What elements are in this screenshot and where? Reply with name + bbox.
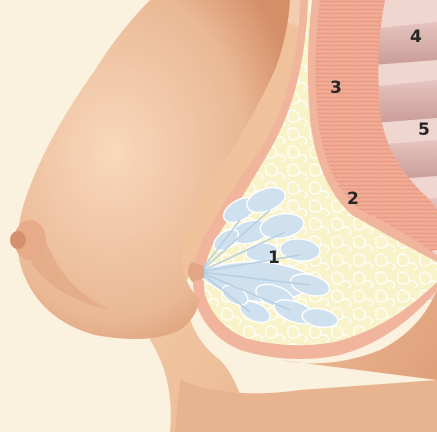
label-fat-tissue: 2	[347, 191, 359, 208]
label-lobes: 1	[268, 250, 280, 267]
nipple	[10, 231, 26, 249]
label-rib-upper: 4	[410, 29, 422, 46]
label-rib-lower: 5	[418, 122, 430, 139]
label-pectoral-muscle: 3	[330, 80, 342, 97]
